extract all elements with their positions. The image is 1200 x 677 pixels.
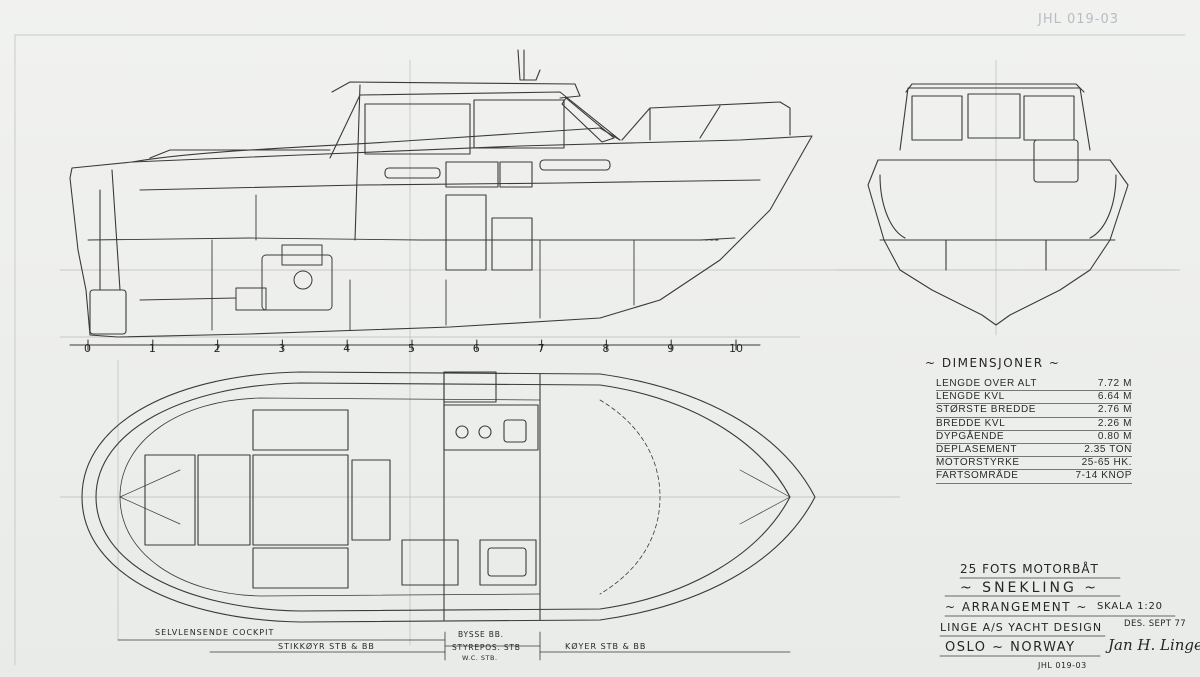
station-number: 8 [602, 342, 610, 355]
sheer-line [131, 127, 621, 163]
scale-label: SKALA 1:20 [1097, 601, 1163, 612]
dimensions-heading: ~ DIMENSJONER ~ [925, 356, 1061, 370]
station-number: 5 [408, 342, 415, 355]
cabin-section [899, 87, 1091, 151]
cockpit-seat-1 [144, 454, 196, 546]
dimension-row: LENGDE KVL 6.64 M [936, 391, 1132, 405]
arrangement-label: ~ ARRANGEMENT ~ [945, 600, 1088, 614]
dimension-value: 6.64 M [1097, 391, 1132, 403]
dimension-value: 2.76 M [1097, 404, 1132, 416]
dimension-label: DEPLASEMENT [936, 444, 1018, 456]
window-2 [473, 99, 565, 149]
dimension-label: STØRSTE BREDDE [936, 404, 1037, 416]
label-wc: W.C. STB. [462, 654, 498, 662]
dimension-row: BREDDE KVL 2.26 M [936, 418, 1132, 431]
station-number: 4 [343, 342, 351, 355]
hull-outline [69, 135, 813, 338]
dimension-value: 2.35 TON [1084, 444, 1132, 456]
design-date: DES. SEPT 77 [1124, 619, 1187, 629]
window-1 [364, 103, 471, 155]
windscreen [561, 97, 615, 143]
dimension-label: BREDDE KVL [936, 417, 1006, 429]
mast [517, 49, 541, 81]
dimension-label: LENGDE KVL [936, 391, 1005, 403]
dimension-row: DYPGÅENDE 0.80 M [936, 430, 1132, 445]
city-label: OSLO ~ NORWAY [945, 640, 1076, 655]
cabin-top [329, 91, 621, 159]
deck-outline [81, 371, 816, 623]
label-koyer: KØYER STB & BB [565, 642, 647, 651]
cabin-roof [331, 81, 581, 99]
label-bysse: BYSSE BB. [458, 630, 504, 639]
title-line1: 25 FOTS MOTORBÅT [960, 562, 1099, 576]
plan-view [81, 371, 816, 623]
dimension-lines [117, 631, 791, 661]
dimension-row: MOTORSTYRKE 25-65 HK. [936, 457, 1132, 471]
galley [445, 194, 487, 271]
dimension-row: LENGDE OVER ALT 7.72 M [936, 378, 1132, 392]
label-styrepos: STYREPOS. STB [452, 643, 521, 652]
dimension-value: 0.80 M [1097, 430, 1132, 442]
dimension-row: STØRSTE BREDDE 2.76 M [936, 404, 1132, 418]
dimension-value: 25-65 HK. [1081, 457, 1132, 469]
station-number: 1 [148, 342, 156, 355]
dimension-value: 7.72 M [1097, 378, 1132, 389]
waterline [87, 237, 736, 241]
dimension-label: MOTORSTYRKE [936, 457, 1020, 469]
station-number: 2 [213, 342, 221, 355]
body-plan [867, 83, 1129, 326]
station-number: 7 [537, 342, 545, 355]
title-block-lines [939, 577, 1176, 657]
construction-lines [14, 34, 1186, 666]
rudder [89, 289, 127, 335]
section-outline [867, 159, 1129, 326]
stern-rail [149, 149, 331, 159]
dimension-label: FARTSOMRÅDE [936, 470, 1019, 482]
designer-label: LINGE A/S YACHT DESIGN [940, 621, 1103, 634]
dimension-value: 2.26 M [1097, 417, 1132, 429]
station-number: 6 [472, 342, 480, 355]
dimension-value: 7-14 KNOP [1075, 470, 1132, 482]
label-selvlensende-cockpit: SELVLENSENDE COCKPIT [155, 628, 275, 637]
label-stikkoyr: STIKKØYR STB & BB [278, 642, 375, 651]
dimension-row: DEPLASEMENT 2.35 TON [936, 444, 1132, 458]
station-number: 3 [278, 342, 286, 355]
deck-line [139, 179, 761, 191]
station-number: 0 [84, 342, 91, 355]
dimension-row: FARTSOMRÅDE 7-14 KNOP [936, 470, 1132, 484]
boat-name: ~ SNEKLING ~ [960, 580, 1099, 596]
footer-reference: JHL 019-03 [1038, 661, 1087, 670]
designer-signature: Jan H. Linge [1108, 636, 1200, 654]
corner-reference: JHL 019-03 [1038, 12, 1120, 27]
engine [139, 244, 333, 311]
helm-console [479, 539, 537, 586]
station-ruler [69, 339, 761, 351]
station-number: 9 [667, 342, 675, 355]
side-profile [69, 49, 813, 338]
dimension-label: LENGDE OVER ALT [936, 378, 1038, 389]
bow-rail [621, 101, 791, 141]
station-number: 10 [729, 342, 743, 355]
dimension-label: DYPGÅENDE [936, 430, 1005, 442]
